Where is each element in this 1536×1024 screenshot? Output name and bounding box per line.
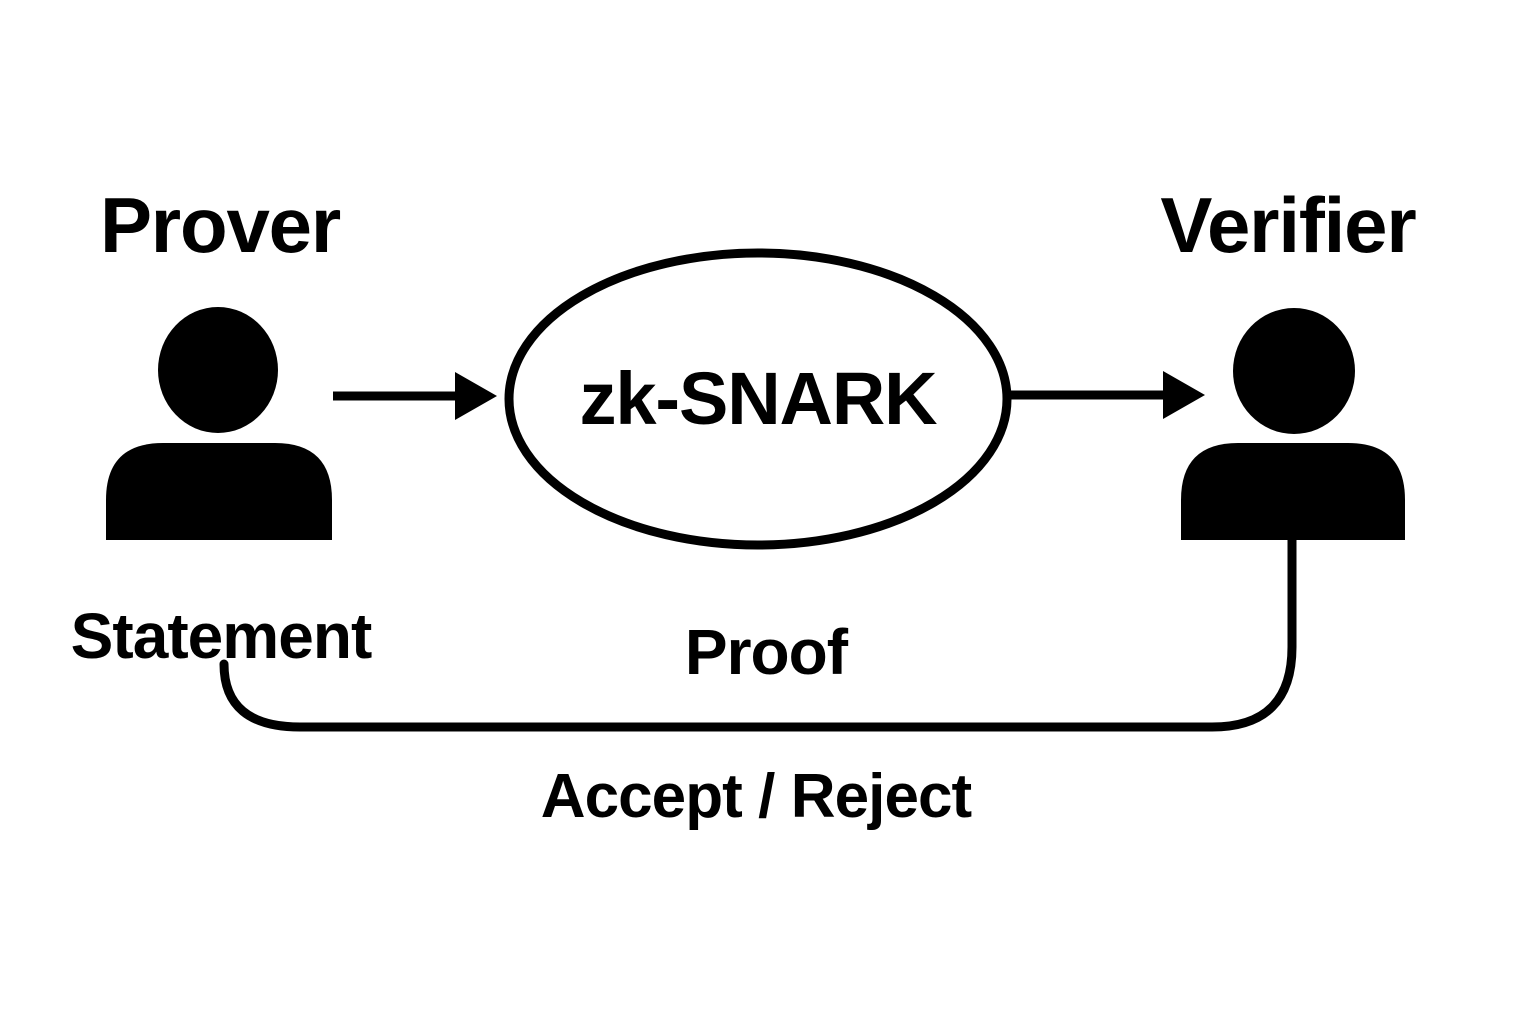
verifier-body: [1181, 443, 1405, 540]
verifier-person-icon: [1181, 308, 1405, 540]
statement-to-verifier-connector: [219, 534, 1297, 732]
zk-snark-ellipse: [504, 248, 1012, 550]
statement-label: Statement: [70, 600, 373, 672]
arrow-prover-to-snark: [333, 372, 497, 420]
verifier-head: [1233, 308, 1355, 434]
zk-snark-label: zk-SNARK: [579, 357, 937, 440]
proof-label: Proof: [684, 616, 848, 688]
prover-person-icon: [106, 307, 332, 540]
accept-reject-label: Accept / Reject: [540, 762, 972, 831]
arrowhead-icon: [1163, 371, 1205, 419]
arrowhead-icon: [455, 372, 497, 420]
arrow-snark-to-verifier: [1011, 371, 1205, 419]
verifier-label: Verifier: [1160, 181, 1416, 269]
prover-label: Prover: [99, 181, 341, 269]
prover-head: [158, 307, 278, 433]
prover-body: [106, 443, 332, 540]
